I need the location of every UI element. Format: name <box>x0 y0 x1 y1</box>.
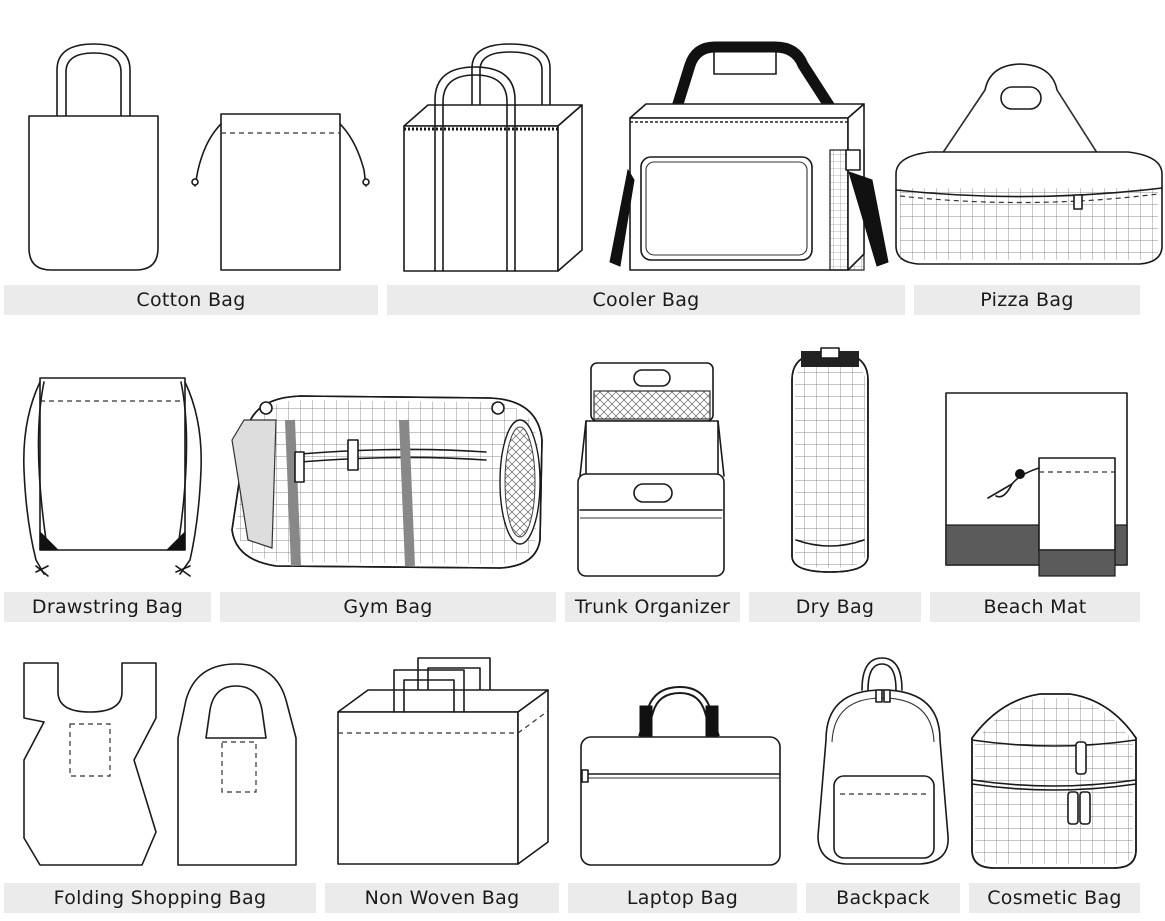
backpack-drawing <box>817 657 949 865</box>
non-woven-bag-drawing <box>337 657 549 865</box>
pizza-carrier-drawing <box>895 63 1163 265</box>
label-backpack: Backpack <box>806 883 960 913</box>
folding-bag-tote-drawing <box>177 663 297 866</box>
trunk-organizer-drawing <box>577 362 725 577</box>
label-laptop-bag: Laptop Bag <box>568 883 797 913</box>
beach-mat-drawing <box>945 392 1128 577</box>
label-gym-bag: Gym Bag <box>220 592 556 622</box>
cotton-tote-drawing <box>28 43 159 271</box>
folding-bag-open-drawing <box>23 662 157 866</box>
label-drawstring-bag: Drawstring Bag <box>4 592 211 622</box>
label-cooler-bag: Cooler Bag <box>387 285 905 315</box>
cooler-box-drawing <box>403 43 583 272</box>
gym-duffel-drawing <box>231 334 543 569</box>
label-folding-shopping-bag: Folding Shopping Bag <box>4 883 316 913</box>
label-beach-mat: Beach Mat <box>930 592 1140 622</box>
dry-bag-drawing <box>791 347 869 573</box>
laptop-bag-drawing <box>580 685 781 866</box>
label-non-woven-bag: Non Woven Bag <box>325 883 559 913</box>
cotton-drawstring-pouch-drawing <box>191 113 370 271</box>
cooler-big-drawing <box>609 41 889 271</box>
label-cotton-bag: Cotton Bag <box>4 285 378 315</box>
label-dry-bag: Dry Bag <box>749 592 921 622</box>
label-pizza-bag: Pizza Bag <box>914 285 1140 315</box>
drawstring-backpack-drawing <box>23 377 202 577</box>
label-cosmetic-bag: Cosmetic Bag <box>969 883 1140 913</box>
cosmetic-bag-drawing <box>971 693 1137 869</box>
label-trunk-organizer: Trunk Organizer <box>565 592 740 622</box>
